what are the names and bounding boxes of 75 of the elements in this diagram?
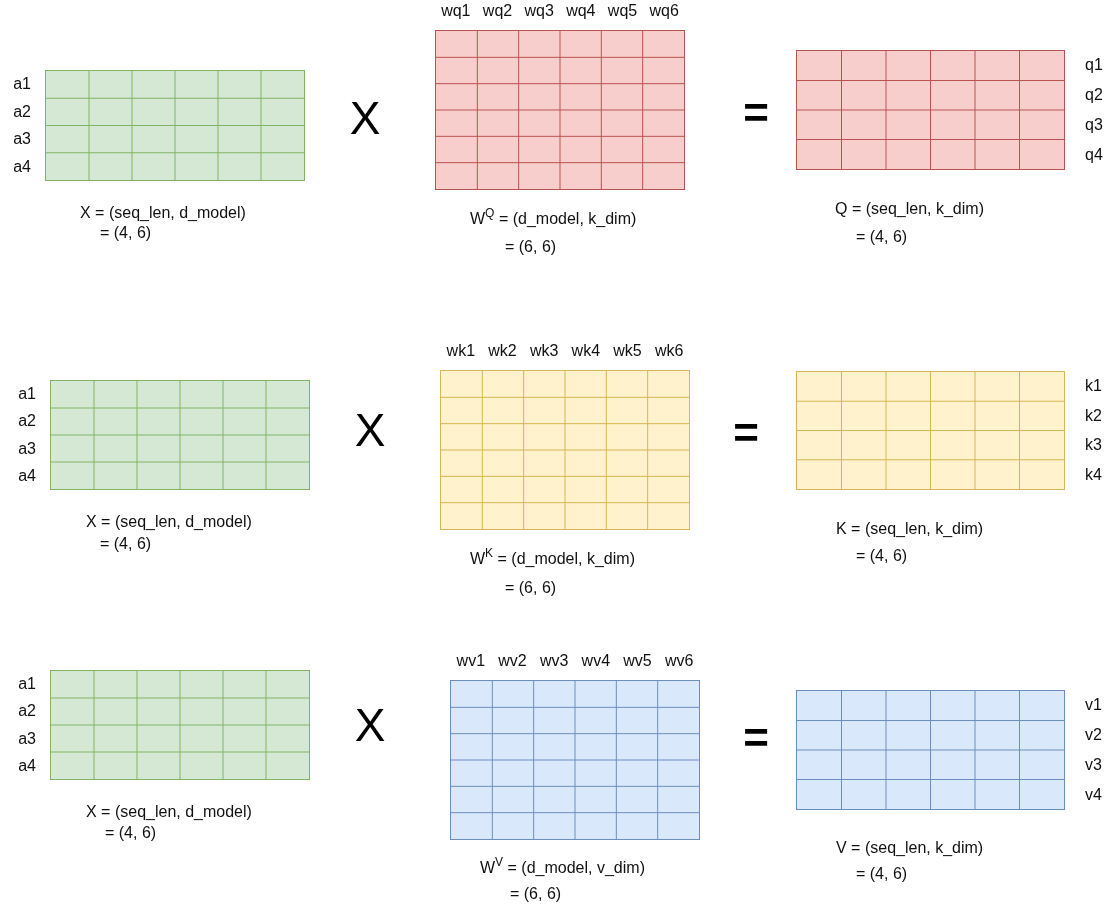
column-label: wk2 — [488, 342, 517, 360]
equals-sign: = — [733, 411, 759, 455]
multiply-sign: X — [354, 407, 386, 453]
matrix-caption: = (4, 6) — [856, 227, 908, 247]
matrix-caption: V = (seq_len, k_dim) — [836, 838, 984, 858]
matrix-grid — [435, 30, 685, 190]
row-label: a4 — [18, 467, 36, 486]
multiply-sign: X — [354, 702, 386, 748]
column-label: wq5 — [607, 2, 638, 20]
matrix-caption: = (4, 6) — [856, 546, 908, 566]
column-label: wq6 — [649, 2, 679, 20]
equals-sign: = — [743, 716, 769, 760]
row-label: v4 — [1085, 786, 1102, 804]
matrix-grid — [50, 670, 310, 780]
matrix-caption: = (4, 6) — [100, 534, 152, 554]
matrix-grid — [45, 70, 305, 181]
row-label: k4 — [1085, 466, 1102, 485]
matrix-caption: W$^{K}$ = (d_model, k_dim) — [470, 549, 635, 569]
matrix-grid — [796, 690, 1065, 810]
column-label: wk6 — [654, 342, 684, 360]
matrix-grid — [796, 371, 1065, 490]
column-label: wv6 — [664, 652, 694, 670]
matrix-caption: = (6, 6) — [510, 884, 562, 904]
row-label: a1 — [18, 674, 36, 693]
matrix-caption: = (4, 6) — [100, 223, 152, 243]
row-label: q3 — [1085, 116, 1103, 134]
row-label: k2 — [1085, 406, 1102, 425]
column-label: wv4 — [581, 652, 611, 670]
matrix-caption: X = (seq_len, d_model) — [80, 203, 246, 223]
column-label: wv5 — [623, 652, 652, 670]
matrix-grid — [50, 380, 310, 490]
matrix-caption: X = (seq_len, d_model) — [86, 512, 252, 532]
row-label: a2 — [18, 702, 36, 721]
row-label: a3 — [18, 729, 36, 748]
matrix-caption: = (6, 6) — [505, 237, 557, 257]
row-label: a2 — [18, 412, 36, 431]
column-label: wk5 — [613, 342, 642, 360]
row-label: a1 — [18, 384, 36, 403]
row-label: a3 — [13, 130, 31, 149]
row-label: k3 — [1085, 436, 1102, 455]
column-label: wv1 — [456, 652, 486, 670]
row-label: q4 — [1085, 146, 1103, 164]
row-label: v2 — [1085, 726, 1102, 744]
row-label: a4 — [13, 158, 31, 177]
matrix-grid — [440, 370, 690, 530]
column-label: wk1 — [446, 342, 476, 360]
column-label: wq1 — [441, 2, 471, 20]
row-label: k1 — [1085, 376, 1102, 395]
row-label: a4 — [18, 757, 36, 776]
matrix-caption: = (6, 6) — [505, 578, 557, 598]
matrix-caption: Q = (seq_len, k_dim) — [835, 199, 984, 219]
column-label: wv3 — [539, 652, 569, 670]
column-label: wv2 — [498, 652, 527, 670]
column-label: wk4 — [571, 342, 601, 360]
row-label: a3 — [18, 439, 36, 458]
row-label: v1 — [1085, 696, 1102, 714]
matrix-caption: = (4, 6) — [856, 864, 908, 884]
row-label: a1 — [13, 74, 31, 93]
column-label: wq4 — [566, 2, 596, 20]
matrix-caption: W$^{Q}$ = (d_model, k_dim) — [470, 209, 637, 229]
column-label: wk3 — [529, 342, 559, 360]
row-label: q1 — [1085, 56, 1103, 74]
equals-sign: = — [743, 91, 769, 135]
matrix-grid — [796, 50, 1065, 170]
matrix-caption: K = (seq_len, k_dim) — [836, 519, 984, 539]
row-label: q2 — [1085, 86, 1103, 104]
column-label: wq2 — [482, 2, 513, 20]
matrix-caption: X = (seq_len, d_model) — [86, 802, 252, 822]
row-label: v3 — [1085, 756, 1102, 774]
column-label: wq3 — [524, 2, 554, 20]
row-label: a2 — [13, 102, 31, 121]
matrix-caption: = (4, 6) — [105, 823, 157, 843]
matrix-grid — [450, 680, 700, 840]
matrix-caption: W$^{V}$ = (d_model, v_dim) — [480, 858, 645, 878]
multiply-sign: X — [349, 95, 381, 141]
